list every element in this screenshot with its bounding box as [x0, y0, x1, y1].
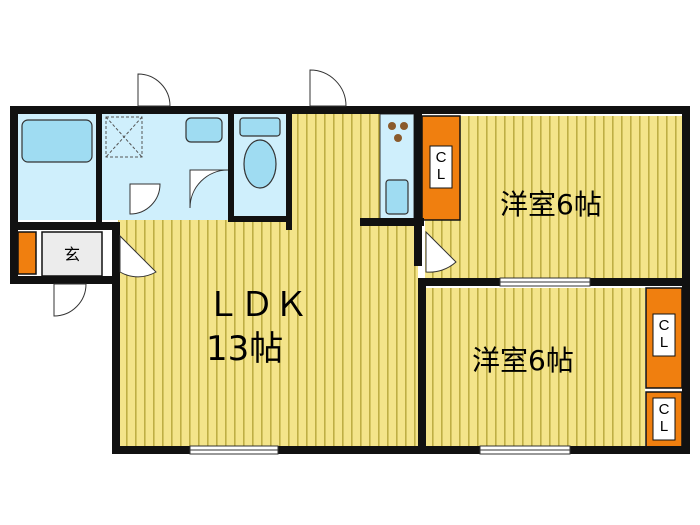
stove-burner-icon: [394, 134, 402, 142]
western-room-bottom-label: 洋室6帖: [472, 344, 574, 377]
ldk-label-line2: 13帖: [206, 329, 283, 369]
entrance-shoe-box: [17, 231, 37, 275]
entrance-floor: [41, 231, 103, 277]
closet-top-label-box: [429, 145, 453, 189]
door-swings: [53, 69, 457, 317]
entrance-label: 玄: [64, 245, 80, 264]
closet-right-lower-label-box: [652, 397, 676, 441]
toilet-icon: [243, 139, 277, 189]
kitchen-sink-icon: [385, 179, 409, 215]
toilet-tank-icon: [239, 117, 281, 137]
washing-machine-pan-icon: [105, 116, 143, 158]
ldk-label-line1: ＬＤＫ: [206, 285, 308, 325]
walls: [10, 106, 690, 454]
stove-burner-icon: [400, 122, 408, 130]
stove-burner-icon: [388, 122, 396, 130]
western-room-bottom-floor: [425, 288, 645, 448]
washbasin-icon: [185, 117, 223, 143]
western-room-top-label: 洋室6帖: [500, 188, 602, 221]
ldk-upper-floor: [290, 110, 380, 230]
closet-right-upper-label-box: [652, 313, 676, 357]
bathtub-icon: [21, 119, 93, 163]
western-room-top-floor: [425, 116, 683, 278]
windows: [189, 277, 591, 455]
